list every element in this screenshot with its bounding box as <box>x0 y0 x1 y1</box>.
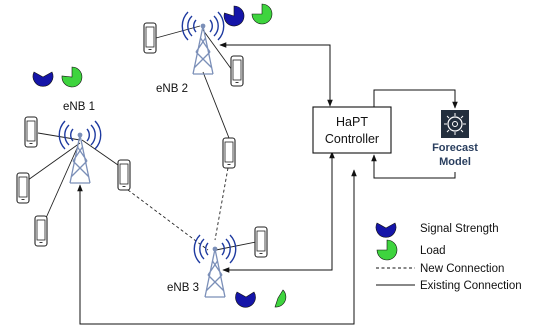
load-pie-icon <box>274 289 287 308</box>
enb2-tower-icon <box>181 11 225 75</box>
controller-label-line2: Controller <box>325 132 379 146</box>
forecast-model-icon <box>441 110 469 138</box>
phone-icon <box>34 215 48 247</box>
hapt-controller[interactable]: HaPT Controller <box>312 106 392 154</box>
signal-strength-pie-icon <box>223 5 245 27</box>
link-controller-enb2 <box>219 42 333 107</box>
forecast-label-line2: Model <box>439 156 471 168</box>
link-controller-enb1 <box>77 169 357 325</box>
link-controller-enb3 <box>222 151 335 273</box>
phone-icon <box>230 55 244 87</box>
link-controller-to-forecast <box>373 89 458 112</box>
signal-strength-pie-icon <box>32 71 54 87</box>
phone-icon <box>143 22 157 54</box>
enb3-label: eNB 3 <box>167 282 199 294</box>
forecast-model[interactable]: Forecast Model <box>432 110 478 168</box>
enb1-label: eNB 1 <box>63 101 95 113</box>
load-pie-icon <box>61 66 83 88</box>
phone-icon <box>117 159 131 191</box>
phone-icon <box>24 116 38 148</box>
legend-signal-icon <box>375 222 397 238</box>
legend-new-connection-label: New Connection <box>420 263 504 275</box>
new-connection-phone-enb3 <box>214 167 229 241</box>
signal-strength-pie-icon <box>235 291 256 308</box>
controller-label-line1: HaPT <box>336 115 368 129</box>
legend-load-label: Load <box>420 245 446 257</box>
new-connection-enb1-phone-enb3 <box>127 189 209 251</box>
forecast-label-line1: Forecast <box>432 142 478 154</box>
phone-icon <box>16 172 30 204</box>
existing-connection-enb2-phone <box>202 71 230 139</box>
enb2-links <box>155 25 233 71</box>
enb2-label: eNB 2 <box>156 83 188 95</box>
legend-existing-connection-label: Existing Connection <box>420 280 522 292</box>
legend-signal-label: Signal Strength <box>420 223 499 235</box>
phone-icon <box>222 137 236 169</box>
load-pie-icon <box>251 3 273 25</box>
enb3-tower-icon <box>193 234 237 298</box>
link-forecast-to-controller <box>371 154 456 179</box>
legend: Signal Strength Load New Connection Exis… <box>375 222 522 292</box>
legend-load-icon <box>376 239 398 261</box>
phone-icon <box>254 226 268 258</box>
